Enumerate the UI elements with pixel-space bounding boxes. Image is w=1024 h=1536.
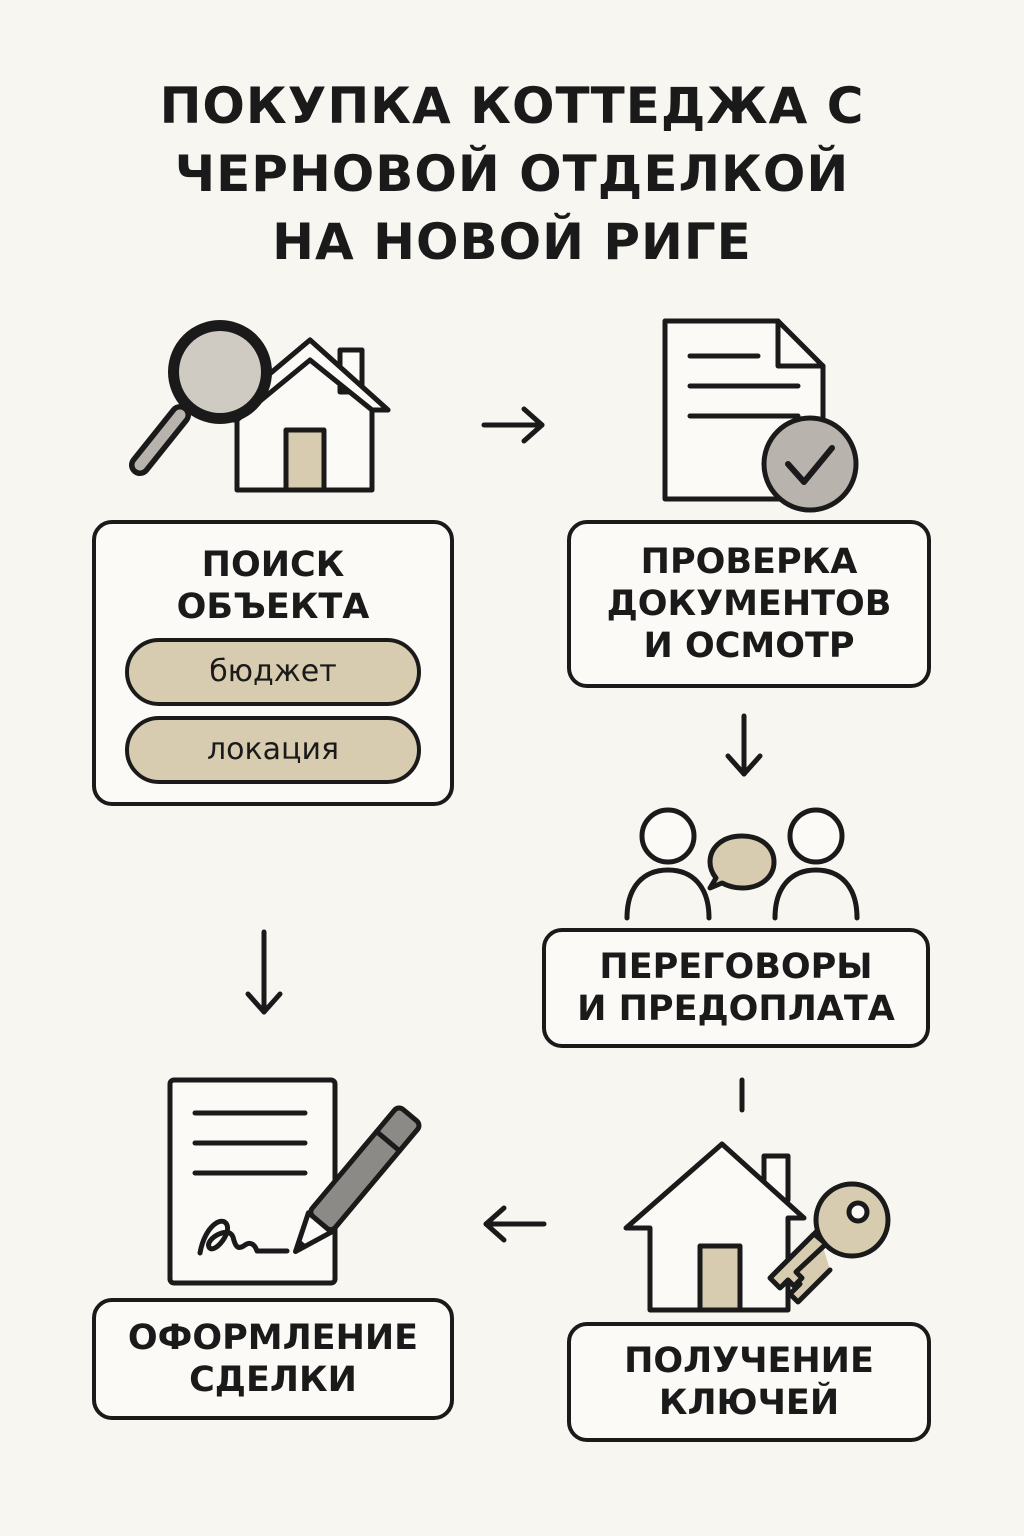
step-search-label-2: ОБЪЕКТА	[176, 587, 370, 627]
page-title: ПОКУПКА КОТТЕДЖА С ЧЕРНОВОЙ ОТДЕЛКОЙ НА …	[0, 72, 1024, 276]
contract-pen-icon	[167, 1077, 422, 1286]
step-negotiation-label-2: И ПРЕДОПЛАТА	[577, 989, 895, 1029]
arrow-down-icon	[725, 713, 763, 777]
step-check-card: ПРОВЕРКА ДОКУМЕНТОВ И ОСМОТР	[567, 520, 931, 688]
people-chat-icon	[624, 807, 860, 921]
tag-location: локация	[125, 716, 421, 784]
magnifier-icon	[129, 320, 272, 476]
step-keys-card: ПОЛУЧЕНИЕ КЛЮЧЕЙ	[567, 1322, 931, 1442]
arrow-left-icon	[483, 1205, 547, 1243]
step-check-label-3: И ОСМОТР	[643, 626, 855, 666]
step-search-label-1: ПОИСК	[201, 545, 345, 585]
search-house-icon	[129, 320, 391, 493]
step-keys-label-1: ПОЛУЧЕНИЕ	[624, 1341, 874, 1381]
tag-budget: бюджет	[125, 638, 421, 706]
step-deal-label-1: ОФОРМЛЕНИЕ	[127, 1318, 419, 1358]
connector-line	[739, 1077, 745, 1113]
house-key-icon	[623, 1141, 891, 1313]
title-line-3: НА НОВОЙ РИГЕ	[272, 213, 752, 271]
key-icon	[767, 1181, 891, 1305]
step-keys-label-2: КЛЮЧЕЙ	[658, 1383, 840, 1423]
arrow-right-icon	[481, 406, 545, 444]
title-line-2: ЧЕРНОВОЙ ОТДЕЛКОЙ	[174, 145, 850, 203]
step-check-label-1: ПРОВЕРКА	[640, 542, 858, 582]
step-negotiation-card: ПЕРЕГОВОРЫ И ПРЕДОПЛАТА	[542, 928, 930, 1048]
step-deal-card: ОФОРМЛЕНИЕ СДЕЛКИ	[92, 1298, 454, 1420]
step-deal-label-2: СДЕЛКИ	[189, 1360, 357, 1400]
title-line-1: ПОКУПКА КОТТЕДЖА С	[159, 77, 865, 135]
pen-icon	[292, 1105, 422, 1255]
document-check-icon	[662, 318, 859, 513]
arrow-down-icon-left	[245, 929, 283, 1015]
step-check-label-2: ДОКУМЕНТОВ	[606, 584, 892, 624]
step-negotiation-label-1: ПЕРЕГОВОРЫ	[599, 947, 873, 987]
